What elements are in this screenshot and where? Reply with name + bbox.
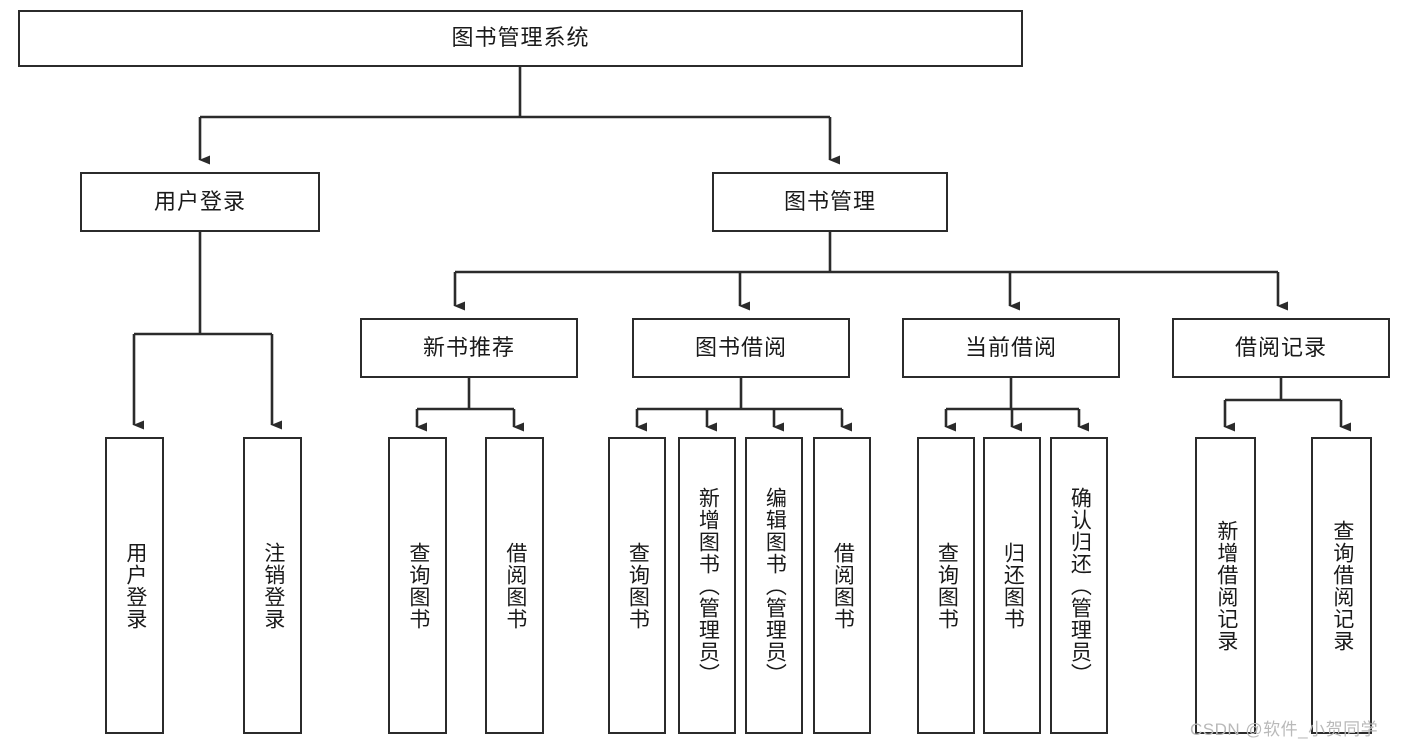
node-label: 用户登录 [153, 188, 246, 214]
node-label: 编辑图书（管理员） [763, 486, 787, 685]
node-leaf-query-book-borrow[interactable]: 查询图书 [608, 437, 666, 734]
node-leaf-confirm-return-admin[interactable]: 确认归还（管理员） [1050, 437, 1108, 734]
node-label: 查询图书 [626, 541, 650, 630]
node-new-book-recommend[interactable]: 新书推荐 [360, 318, 578, 378]
node-label: 查询借阅记录 [1330, 519, 1354, 652]
node-label: 新书推荐 [422, 334, 515, 360]
node-label: 当前借阅 [964, 334, 1057, 360]
node-leaf-query-book-current[interactable]: 查询图书 [917, 437, 975, 734]
node-leaf-query-borrow-record[interactable]: 查询借阅记录 [1311, 437, 1372, 734]
node-label: 查询图书 [935, 541, 959, 630]
node-label: 图书管理系统 [451, 25, 590, 51]
node-book-borrow[interactable]: 图书借阅 [632, 318, 850, 378]
node-label: 用户登录 [123, 541, 147, 630]
node-label: 查询图书 [406, 541, 430, 630]
node-label: 图书管理 [783, 188, 876, 214]
node-label: 新增借阅记录 [1214, 519, 1238, 652]
node-leaf-logout[interactable]: 注销登录 [243, 437, 302, 734]
node-root-book-management-system[interactable]: 图书管理系统 [18, 10, 1023, 67]
node-label: 注销登录 [261, 541, 285, 630]
node-leaf-edit-book-admin[interactable]: 编辑图书（管理员） [745, 437, 803, 734]
node-label: 图书借阅 [694, 334, 787, 360]
node-borrow-record[interactable]: 借阅记录 [1172, 318, 1390, 378]
node-leaf-borrow-book-recommend[interactable]: 借阅图书 [485, 437, 544, 734]
node-book-management[interactable]: 图书管理 [712, 172, 948, 232]
node-label: 借阅记录 [1234, 334, 1327, 360]
node-leaf-return-book[interactable]: 归还图书 [983, 437, 1041, 734]
node-user-login[interactable]: 用户登录 [80, 172, 320, 232]
node-current-borrow[interactable]: 当前借阅 [902, 318, 1120, 378]
node-label: 确认归还（管理员） [1068, 486, 1092, 685]
node-label: 借阅图书 [831, 541, 855, 630]
node-label: 新增图书（管理员） [696, 486, 720, 685]
node-leaf-borrow-book[interactable]: 借阅图书 [813, 437, 871, 734]
node-label: 归还图书 [1001, 541, 1025, 630]
node-leaf-user-login[interactable]: 用户登录 [105, 437, 164, 734]
node-leaf-add-book-admin[interactable]: 新增图书（管理员） [678, 437, 736, 734]
node-leaf-add-borrow-record[interactable]: 新增借阅记录 [1195, 437, 1256, 734]
node-label: 借阅图书 [503, 541, 527, 630]
node-leaf-query-book-recommend[interactable]: 查询图书 [388, 437, 447, 734]
